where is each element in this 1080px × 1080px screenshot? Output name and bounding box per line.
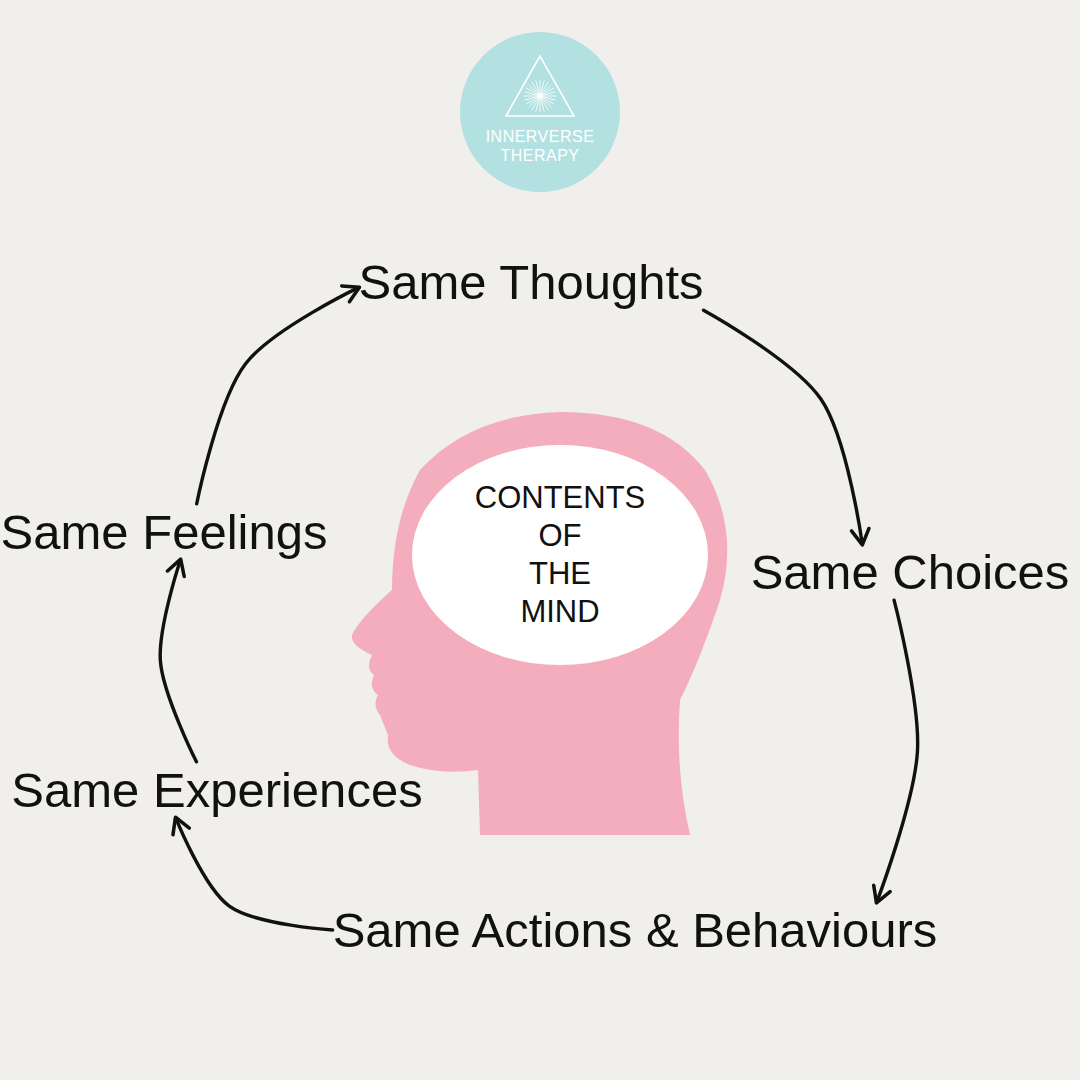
logo-circle-outline bbox=[460, 32, 620, 192]
cycle-arrow bbox=[197, 288, 359, 504]
step-label: Same Experiences bbox=[11, 762, 422, 818]
cycle-step: Same Experiences bbox=[11, 762, 422, 818]
logo-ray bbox=[532, 82, 540, 96]
cycle-arrow bbox=[176, 818, 333, 930]
step-label: Same Feelings bbox=[1, 504, 328, 560]
logo-ray bbox=[525, 96, 540, 100]
triangle-outline bbox=[506, 56, 574, 116]
mind-ellipse-outline bbox=[412, 445, 708, 665]
logo-ray bbox=[536, 81, 540, 96]
logo-triangle bbox=[506, 56, 574, 116]
cycle-arrow bbox=[160, 560, 196, 762]
logo-ray bbox=[540, 92, 555, 96]
logo-ray bbox=[540, 96, 544, 111]
logo-ray bbox=[540, 88, 554, 96]
step-label: Same Choices bbox=[751, 544, 1070, 600]
cycle-step: Same Feelings bbox=[1, 504, 328, 560]
step-label: Same Thoughts bbox=[358, 254, 703, 310]
cycle-step: Same Choices bbox=[751, 544, 1070, 600]
logo-text: INNERVERSE THERAPY bbox=[460, 127, 620, 165]
logo-circle-shape bbox=[460, 32, 620, 192]
step-label: Same Actions & Behaviours bbox=[333, 902, 938, 958]
mind-ellipse: CONTENTS OF THE MIND bbox=[412, 445, 708, 665]
logo-ray bbox=[540, 96, 548, 110]
cycle-step: Same Actions & Behaviours bbox=[333, 902, 938, 958]
mind-label: CONTENTS OF THE MIND bbox=[412, 479, 708, 630]
cycle-arrow bbox=[877, 600, 918, 902]
cycle-step: Same Thoughts bbox=[358, 254, 703, 310]
cycle-arrow bbox=[704, 310, 863, 544]
logo-circle: INNERVERSE THERAPY bbox=[460, 32, 620, 192]
logo-ray bbox=[526, 96, 540, 104]
mind-ellipse-shape bbox=[412, 445, 708, 665]
